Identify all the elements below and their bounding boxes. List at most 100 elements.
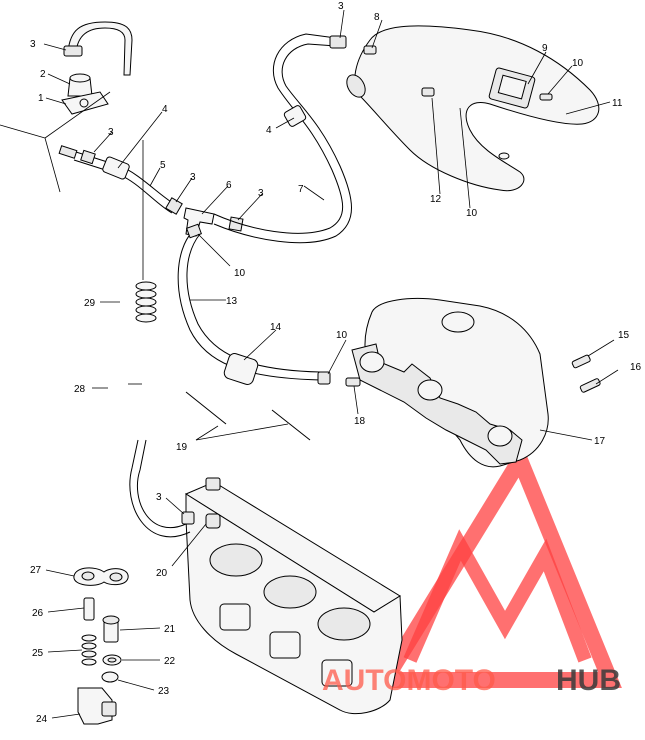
clamp-part-10-hose [186,223,202,239]
block-boss-1 [219,603,251,631]
callout-18: 18 [354,416,366,427]
callout-4: 4 [266,125,272,136]
hose-part-13-inner [186,233,321,373]
manifold-flange [351,343,523,465]
watermark-logo [370,442,622,688]
callout-10: 10 [336,330,348,341]
callout-19: 19 [176,442,188,453]
hose-13-assembly [177,223,331,385]
flange-hole [79,98,89,108]
nozzle-tip [58,145,78,159]
cylinder-block [129,439,403,715]
manifold-port-2 [417,379,443,401]
callout-27: 27 [30,565,42,576]
leaders-exhaust [339,9,611,209]
hose-part-7-inner [213,43,352,244]
spring-part-25-b [81,642,97,650]
bolt-part-15 [571,354,591,369]
cylinder-3 [317,607,371,641]
callout-29: 29 [84,298,96,309]
hose-loop-lower-inner [129,439,191,538]
callout-14: 14 [270,322,282,333]
fitting-group-top-left [61,21,133,115]
callout-10: 10 [234,268,246,279]
callout-3: 3 [108,127,114,138]
callout-3: 3 [258,188,264,199]
exhaust-mount-block [497,74,527,100]
fitting-part-18 [345,377,361,387]
exhaust-pipe-assembly [346,25,600,192]
block-boss-3 [321,659,353,687]
spring-part-25-d [81,658,97,666]
callout-7: 7 [298,184,304,195]
cylinder-1 [209,543,263,577]
oring-part-23 [101,671,119,683]
callout-15: 15 [618,330,630,341]
callout-17: 17 [594,436,606,447]
callout-24: 24 [36,714,48,725]
spring-part-25-c [81,650,97,658]
callout-28: 28 [74,384,86,395]
exhaust-clip [498,152,510,160]
leaders-misc [93,111,325,361]
clamp-part-3-top-left [63,45,83,57]
gasket-hole-b [109,572,123,582]
callout-20: 20 [156,568,168,579]
callout-21: 21 [164,624,176,635]
callout-12: 12 [430,194,442,205]
block-top-cap [205,477,221,491]
callout-13: 13 [226,296,238,307]
clamp-part-3-hose [80,149,96,165]
sleeve-part-4-left [102,156,130,180]
nipple-part-8 [363,45,377,55]
washer-part-22-hole [107,657,117,663]
sleeve-part-4-right [283,105,307,127]
callout-2: 2 [40,69,46,80]
callout-6: 6 [226,180,232,191]
leaders-top-left [0,43,111,193]
manifold-port-1 [359,351,385,373]
cylinder-2 [263,575,317,609]
callout-3: 3 [190,172,196,183]
callout-3: 3 [338,1,344,12]
gasket-hole-a [81,571,95,581]
callout-26: 26 [32,608,44,619]
nipple-part-26 [83,597,95,621]
hose-loop-lower [136,439,187,529]
callout-23: 23 [158,686,170,697]
adapter-part-2-top [69,73,91,83]
block-boss-2 [269,631,301,659]
watermark-text: AUTOMOTO HUB [322,664,621,697]
small-parts-lower-left [73,567,129,725]
exhaust-pipe-body [354,25,600,192]
callout-10: 10 [466,208,478,219]
leaders-lower-left [45,301,161,719]
bolt-part-16 [579,378,601,393]
hose-assembly [58,33,352,244]
watermark-text-automoto: AUTOMOTO [322,664,496,697]
sleeve-part-14 [223,353,259,385]
fitting-part-12 [421,87,435,97]
callout-1: 1 [38,93,44,104]
callout-25: 25 [32,648,44,659]
clamp-part-3-block [181,511,195,525]
hose-part-7-outer [213,33,344,234]
watermark-m-stroke [403,529,592,663]
callout-5: 5 [160,160,166,171]
clamp-part-3-top-right [329,35,347,49]
callout-10: 10 [572,58,584,69]
exhaust-outlet-ring [346,74,366,98]
callout-9: 9 [542,43,548,54]
callout-labels: 3 2 1 3 4 5 3 6 3 7 4 3 8 9 10 11 12 10 … [30,1,642,725]
clamp-part-3-tee [228,216,244,232]
spring-part-29 [135,281,157,323]
fitting-part-21-cap [102,615,120,625]
hose-part-13-outer [177,231,321,381]
callout-3: 3 [30,39,36,50]
manifold-top-port [441,311,475,333]
callout-22: 22 [164,656,176,667]
callout-11: 11 [612,98,623,109]
hose-stub-top-left [67,21,133,76]
spring-part-25-a [81,634,97,642]
